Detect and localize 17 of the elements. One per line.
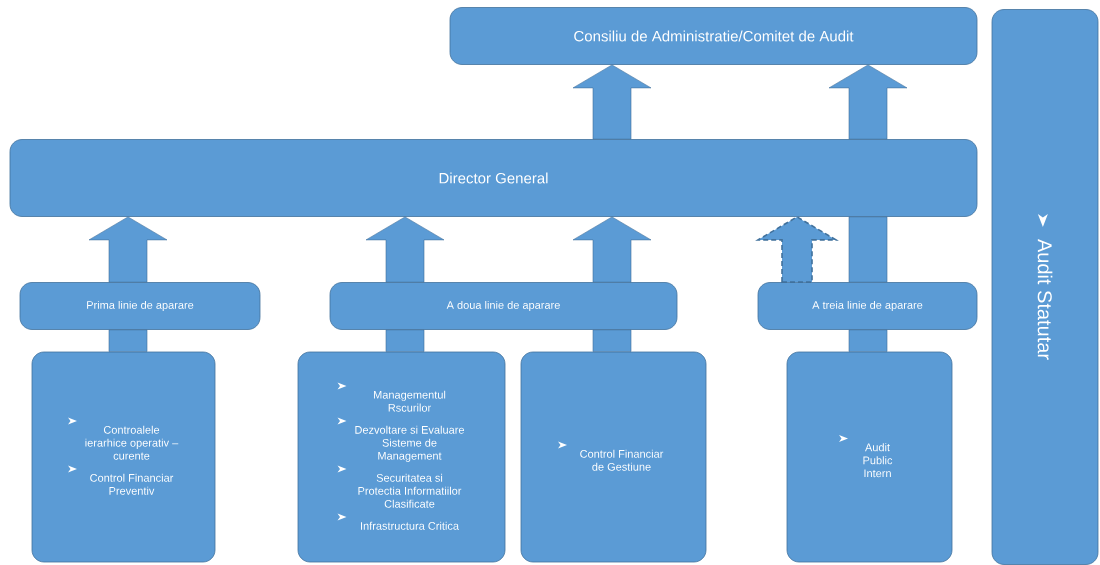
board-box: Consiliu de Administratie/Comitet de Audit — [449, 7, 978, 65]
block-arrow — [365, 216, 445, 283]
connector-bar — [848, 216, 888, 283]
block-arrow — [572, 216, 652, 283]
function-box: Audit Public Intern — [786, 351, 953, 563]
connector-bar — [385, 329, 425, 352]
connector-bar — [592, 329, 632, 352]
connector-bar — [848, 329, 888, 352]
function-box: Control Financiar de Gestiune — [520, 351, 707, 563]
function-box: Controalele ierarhice operativ – curente Control Financiar Preventiv — [31, 351, 216, 563]
block-arrow — [828, 64, 908, 140]
block-arrow — [755, 215, 839, 283]
function-box: Managementul Rscurilor Dezvoltare si Evaluare Sisteme de Management Securitatea si Protectia Informatiilor Clasificate Infrastructura Critica — [297, 351, 506, 563]
block-arrow — [88, 216, 168, 283]
block-arrow — [572, 64, 652, 140]
audit-band: Audit Statutar — [991, 9, 1099, 565]
connector-bar — [108, 329, 148, 352]
